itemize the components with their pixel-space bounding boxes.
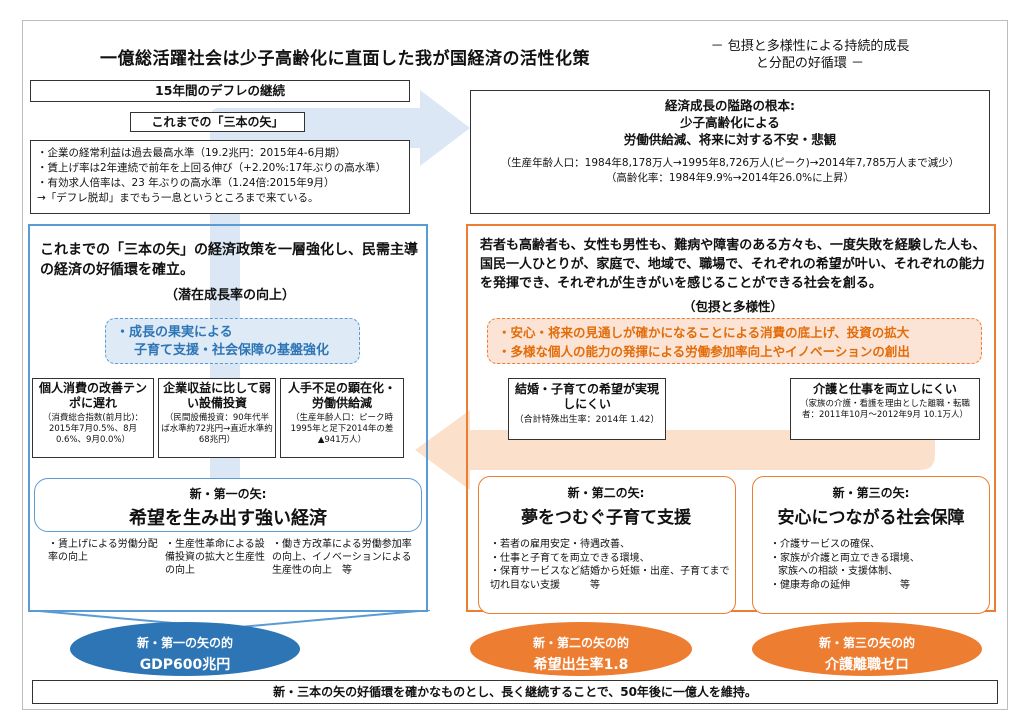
footer-statement: 新・三本の矢の好循環を確かなものとし、長く継続することで、50年後に一億人を維持…: [32, 680, 998, 704]
second-arrow-item: ・若者の雇用安定・待遇改善、: [490, 539, 630, 550]
issue-labor: 人手不足の顕在化・労働供給減 （生産年齢人口：ピーク時1995年と足下2014年…: [280, 378, 404, 458]
third-arrow-title: 安心につながる社会保障: [777, 508, 965, 528]
consumption-dashed-box: ・安心・将来の見通しが確かになることによる消費の底上げ、投資の拡大 ・多様な個人…: [487, 318, 982, 364]
issue-childcare-head: 結婚・子育ての希望が実現しにくい: [514, 382, 659, 411]
second-arrow-box: 新・第二の矢: 夢をつむぐ子育て支援: [486, 478, 726, 532]
issue-labor-note: （生産年齢人口：ピーク時1995年と足下2014年の差 ▲941万人）: [290, 413, 394, 445]
goal-third-value: 介護離職ゼロ: [825, 657, 909, 673]
third-arrow-item: 家族への相談・支援体制、: [778, 566, 898, 577]
society-text: 若者も高齢者も、女性も男性も、難病や障害のある方々も、一度失敗を経験した人も、国…: [480, 238, 986, 291]
achievements-box: ・企業の経常利益は過去最高水準（19.2兆円：2015年4-6月期） ・賃上げ率…: [30, 140, 410, 214]
orange-left-arrow: [415, 380, 935, 490]
subtitle-line-1: － 包摂と多様性による持続的成長: [710, 39, 910, 54]
first-arrow-panel: [28, 224, 428, 612]
third-arrow-item: ・介護サービスの確保、: [770, 539, 880, 550]
issue-consumption-note: （消費総合指数(前月比)：2015年7月0.5%、8月0.6%、9月0.0%）: [42, 413, 144, 445]
consumption-line-1: ・安心・将来の見通しが確かになることによる消費の底上げ、投資の拡大: [498, 325, 910, 340]
goal-second-label: 新・第二の矢の的: [532, 636, 629, 650]
third-arrow-items: ・介護サービスの確保、 ・家族が介護と両立できる環境、 家族への相談・支援体制、…: [770, 538, 980, 592]
issue-investment: 企業収益に比して弱い設備投資 （民間設備投資：90年代半ば水準約72兆円→直近水…: [158, 378, 276, 458]
root-cause-box: 経済成長の隘路の根本: 少子高齢化による 労働供給減、将来に対する不安・悲観 （…: [470, 90, 990, 214]
first-arrow-item: ・働き方改革による労働参加率の向上、イノベーションによる生産性の向上 等: [272, 539, 412, 576]
issue-consumption: 個人消費の改善テンポに遅れ （消費総合指数(前月比)：2015年7月0.5%、8…: [32, 378, 154, 458]
achievement-item: →「デフレ脱却」までもう一息というところまで来ている。: [37, 192, 319, 204]
consumption-line-2: ・多様な個人の能力の発揮による労働参加率向上やイノベーションの創出: [498, 344, 910, 359]
second-arrow-item: ・保育サービスなど結婚から妊娠・出産、子育てまで切れ目ない支援 等: [490, 566, 730, 591]
root-title-1: 経済成長の隘路の根本:: [665, 98, 795, 113]
society-subtext: （包摂と多様性）: [682, 299, 783, 314]
policy-subtext: （潜在成長率の向上）: [164, 288, 295, 303]
third-arrow-item: ・家族が介護と両立できる環境、: [770, 552, 920, 564]
outer-frame: [22, 20, 1008, 710]
goal-first-value: GDP600兆円: [139, 657, 231, 673]
second-arrow-item: ・仕事と子育てを両立できる環境、: [490, 552, 650, 564]
issue-investment-head: 企業収益に比して弱い設備投資: [163, 381, 271, 410]
issue-childcare: 結婚・子育ての希望が実現しにくい （合計特殊出生率：2014年 1.42）: [508, 378, 666, 440]
first-arrow-box: 新・第一の矢: 希望を生み出す強い経済: [34, 478, 422, 532]
issue-nursing-note: （家族の介護・看護を理由とした離職・転職者：2011年10月～2012年9月 1…: [799, 399, 970, 420]
achievement-item: ・賃上げ率は2年連続で前年を上回る伸び（+2.20%:17年ぶりの高水準）: [37, 162, 387, 174]
third-arrow-box: 新・第三の矢: 安心につながる社会保障: [758, 478, 984, 532]
first-arrow-title: 希望を生み出す強い経済: [129, 508, 327, 529]
first-arrow-item: ・生産性革命による設備投資の拡大と生産性の向上: [165, 539, 265, 576]
second-arrow-title: 夢をつむぐ子育て支援: [521, 508, 691, 528]
issue-nursing: 介護と仕事を両立しにくい （家族の介護・看護を理由とした離職・転職者：2011年…: [790, 378, 980, 440]
third-arrow-label: 新・第三の矢:: [832, 486, 910, 500]
achievement-item: ・有効求人倍率は、23 年ぶりの高水準（1.24倍:2015年9月）: [37, 177, 335, 189]
population-stat: （生産年齢人口：1984年8,178万人→1995年8,726万人(ピーク)→2…: [500, 157, 960, 169]
root-title-2: 少子高齢化による: [680, 115, 780, 130]
issue-labor-head: 人手不足の顕在化・労働供給減: [287, 381, 396, 410]
goal-first-label: 新・第一の矢の的: [136, 636, 233, 650]
first-arrow-label: 新・第一の矢:: [189, 487, 267, 501]
second-arrow-items: ・若者の雇用安定・待遇改善、 ・仕事と子育てを両立できる環境、 ・保育サービスな…: [490, 538, 730, 592]
issue-childcare-note: （合計特殊出生率：2014年 1.42）: [514, 415, 660, 425]
root-title-3: 労働供給減、将来に対する不安・悲観: [623, 132, 837, 147]
first-arrow-item: ・賃上げによる労働分配率の向上: [48, 539, 158, 563]
subtitle-line-2: と分配の好循環 －: [755, 56, 865, 71]
issue-nursing-head: 介護と仕事を両立しにくい: [813, 382, 957, 396]
page-subtitle: － 包摂と多様性による持続的成長 と分配の好循環 －: [660, 38, 960, 72]
goal-third-arrow: 新・第三の矢の的 介護離職ゼロ: [752, 622, 982, 676]
issue-consumption-head: 個人消費の改善テンポに遅れ: [38, 381, 147, 410]
growth-line-2: 子育て支援・社会保障の基盤強化: [134, 343, 330, 358]
growth-dashed-box: ・成長の果実による 子育て支援・社会保障の基盤強化: [105, 318, 360, 364]
growth-line-1: ・成長の果実による: [116, 325, 233, 340]
policy-text: これまでの「三本の矢」の経済政策を一層強化し、民需主導の経済の好循環を確立。: [40, 242, 418, 278]
deflation-header: 15年間のデフレの継続: [30, 80, 410, 102]
achievement-item: ・企業の経常利益は過去最高水準（19.2兆円：2015年4-6月期）: [37, 147, 346, 159]
three-arrows-label: これまでの「三本の矢」: [130, 112, 305, 132]
goal-first-arrow: 新・第一の矢の的 GDP600兆円: [70, 622, 300, 676]
goal-second-arrow: 新・第二の矢の的 希望出生率1.8: [470, 622, 692, 676]
issue-investment-note: （民間設備投資：90年代半ば水準約72兆円→直近水準約68兆円）: [161, 413, 273, 445]
page-title: 一億総活躍社会は少子高齢化に直面した我が国経済の活性化策: [100, 49, 590, 69]
goal-second-value: 希望出生率1.8: [533, 657, 629, 673]
goal-third-label: 新・第三の矢の的: [818, 636, 915, 650]
aging-stat: （高齢化率：1984年9.9%→2014年26.0%に上昇）: [605, 172, 855, 184]
second-arrow-label: 新・第二の矢:: [567, 486, 645, 500]
third-arrow-item: ・健康寿命の延伸 等: [770, 579, 910, 591]
